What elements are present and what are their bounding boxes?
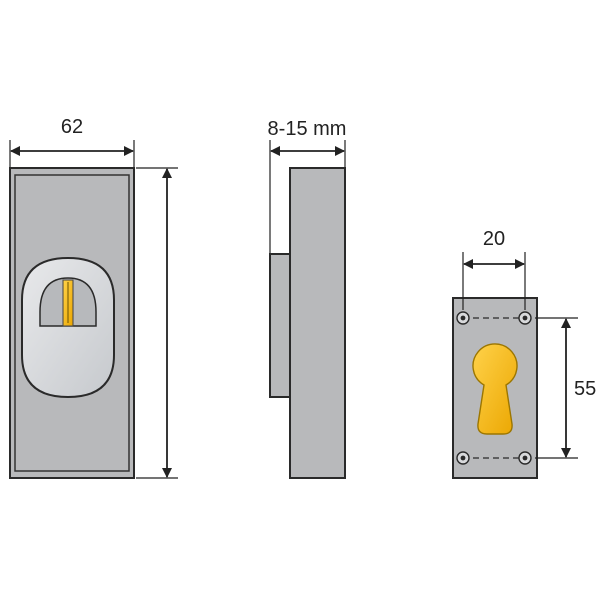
front-plate-inner-border	[14, 174, 130, 472]
screw-hole-top-left	[456, 311, 470, 325]
side-view: 8-15 mm	[268, 118, 347, 479]
back-spacing-label: 20	[483, 228, 505, 250]
side-thickness-label: 8-15 mm	[268, 118, 347, 140]
screw-hole-bottom-right	[518, 451, 532, 465]
screw-hole-top-right	[518, 311, 532, 325]
back-height-label: 55	[574, 378, 596, 400]
back-view: 20 55	[452, 228, 596, 479]
side-back-plate	[269, 253, 291, 398]
front-view: 62	[9, 116, 178, 479]
front-width-label: 62	[61, 116, 83, 138]
screw-hole-bottom-left	[456, 451, 470, 465]
side-front-plate	[289, 167, 346, 479]
euro-cylinder-cutout	[472, 343, 518, 435]
